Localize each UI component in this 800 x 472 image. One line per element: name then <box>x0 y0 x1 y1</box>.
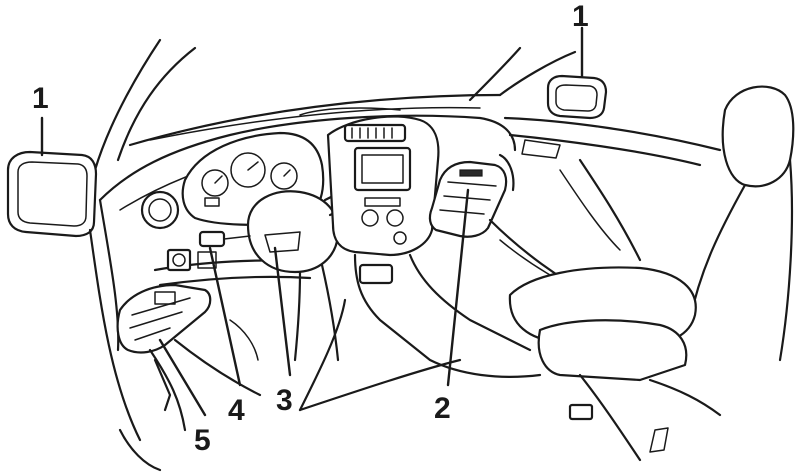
callout-labels: 1 1 2 3 4 5 <box>32 0 589 457</box>
leader-3 <box>273 246 292 377</box>
center-console <box>298 115 542 412</box>
callout-2: 2 <box>434 392 451 425</box>
windshield-frame <box>93 38 577 172</box>
fuse-box <box>116 283 212 354</box>
glove-box-module <box>428 153 515 238</box>
callout-3: 3 <box>276 384 293 417</box>
steering-wheel <box>246 188 374 362</box>
leader-4 <box>208 246 242 387</box>
leader-2 <box>446 188 470 387</box>
left-mirror <box>6 150 98 238</box>
leader-5 <box>158 338 207 417</box>
left-air-vent <box>140 190 180 230</box>
callout-1-left: 1 <box>32 82 49 115</box>
passenger-seat <box>508 85 795 462</box>
dash-switch <box>166 230 251 272</box>
callout-4: 4 <box>228 394 245 427</box>
floor-area <box>118 319 262 472</box>
right-mirror <box>546 74 608 120</box>
leader-lines <box>40 26 584 417</box>
callout-5: 5 <box>194 424 211 457</box>
callout-1-right: 1 <box>572 0 589 33</box>
